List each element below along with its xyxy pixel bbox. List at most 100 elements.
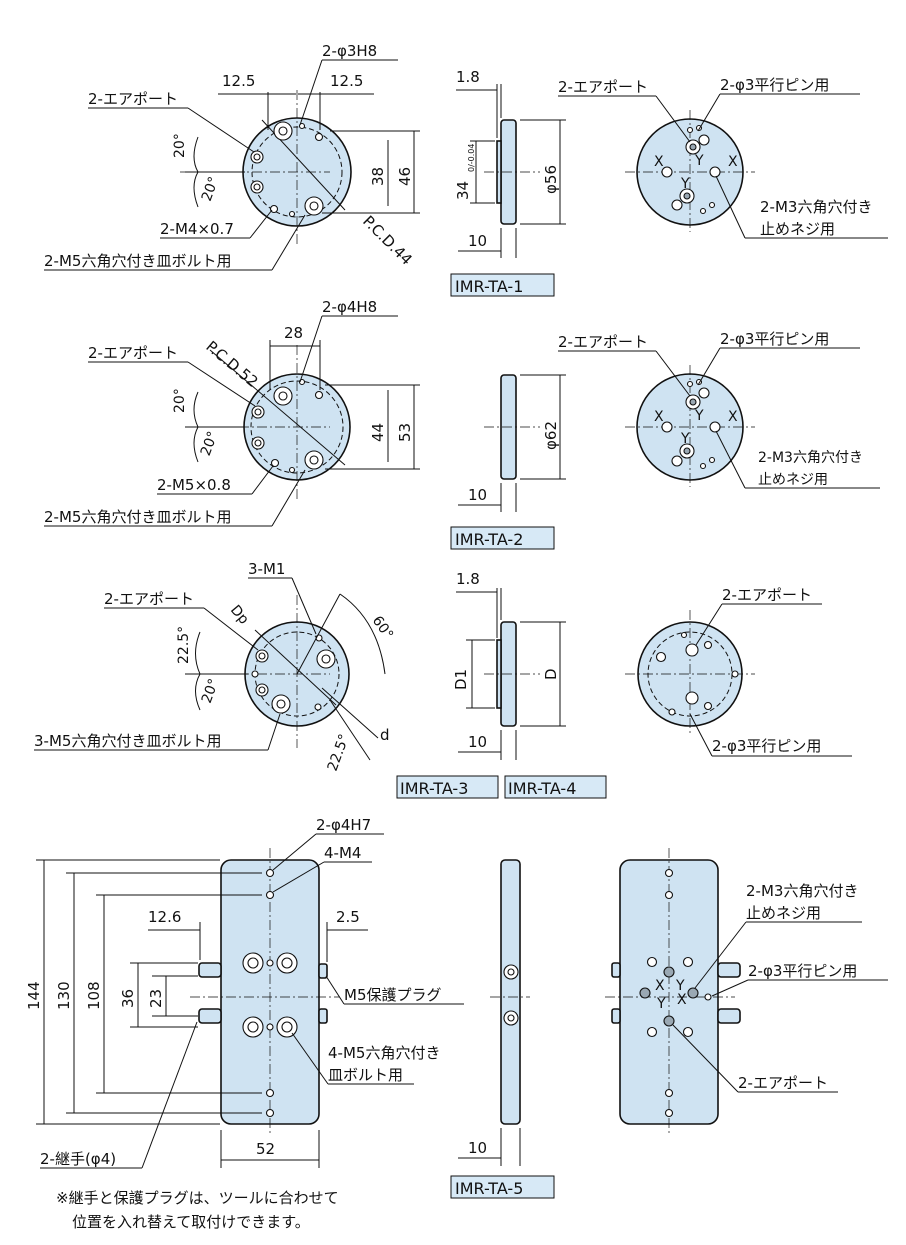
ta3-d-big-label: D	[542, 668, 560, 680]
ta3-front-view: 3-M1 60° Dp 2-エアポート 22.5° 20° 22.5° d 3-…	[34, 560, 396, 773]
ta1-dim-10: 10	[468, 232, 487, 250]
ta5-m4-label: 4-M4	[324, 844, 361, 862]
ta5-dim-130: 130	[55, 981, 73, 1010]
ta2-rear-screw-label-2: 止めネジ用	[758, 472, 828, 488]
ta2-rear-x-left: X	[654, 409, 664, 425]
ta5-plug-label: M5保護プラグ	[344, 986, 442, 1004]
ta3-d-small-label: d	[380, 726, 390, 744]
ta2-m5-label: 2-M5×0.8	[157, 476, 231, 494]
ta2-dim-phi62: φ62	[542, 421, 560, 450]
ta1-rear-pin-label: 2-φ3平行ピン用	[720, 76, 829, 94]
ta1-side-view: 1.8 34 0/-0.04 φ56 10 IMR-TA-1	[450, 68, 566, 297]
ta2-rear-y-lower: Y	[680, 431, 690, 447]
ta2-dim-44: 44	[369, 423, 387, 442]
ta2-side-view: φ62 10 IMR-TA-2	[450, 374, 566, 550]
ta2-dim-28: 28	[284, 324, 303, 342]
ta4-model-label: IMR-TA-4	[508, 779, 576, 798]
ta1-dim-34-tol: 0/-0.04	[467, 144, 476, 172]
ta2-rear-air-port: 2-エアポート	[558, 333, 648, 351]
ta5-dim-10: 10	[468, 1139, 487, 1157]
ta3-bolt-label: 3-M5六角穴付き皿ボルト用	[34, 732, 221, 750]
ta1-rear-view: X X Y Y 2-エアポート 2-φ3平行ピン用 2-M3六角穴付き 止めネジ…	[558, 76, 888, 239]
ta1-dim-34: 34	[454, 181, 472, 200]
ta2-air-port-label: 2-エアポート	[88, 344, 178, 362]
ta1-rear-x-right: X	[728, 154, 738, 170]
ta1-pin-h8-label: 2-φ3H8	[322, 42, 377, 60]
ta2-rear-y-upper: Y	[694, 408, 704, 424]
ta1-model-label: IMR-TA-1	[455, 277, 523, 296]
ta1-rear-y-upper: Y	[694, 153, 704, 169]
ta1-m4-label: 2-M4×0.7	[160, 220, 234, 238]
ta2-rear-view: X X Y Y 2-エアポート 2-φ3平行ピン用 2-M3六角穴付き 止めネジ…	[558, 330, 880, 489]
ta1-dim-46: 46	[396, 167, 414, 186]
ta3-dp-label: Dp	[227, 602, 252, 627]
ta5-rear-air-port: 2-エアポート	[738, 1074, 828, 1092]
ta2-rear-screw-label-1: 2-M3六角穴付き	[758, 450, 863, 466]
ta1-rear-screw-label-1: 2-M3六角穴付き	[760, 198, 872, 216]
ta5-rear-x-right: X	[677, 992, 687, 1008]
ta5-rear-y-lower: Y	[656, 996, 666, 1012]
ta1-rear-screw-label-2: 止めネジ用	[760, 220, 835, 238]
ta5-rear-y-upper: Y	[675, 978, 685, 994]
ta3-angle-20: 20°	[199, 677, 223, 706]
ta1-bolt-label: 2-M5六角穴付き皿ボルト用	[44, 252, 231, 270]
ta2-pin-h8-label: 2-φ4H8	[322, 298, 377, 316]
ta3-angle-22-5-right: 22.5°	[325, 732, 353, 773]
ta2-dim-53: 53	[396, 423, 414, 442]
ta5-dim-144: 144	[25, 981, 43, 1010]
ta3-angle-22-5-left: 22.5°	[176, 626, 192, 664]
ta2-angle-20-upper: 20°	[172, 388, 188, 413]
ta3-angle-60: 60°	[369, 613, 396, 643]
ta3-rear-view: 2-エアポート 2-φ3平行ピン用	[625, 586, 852, 757]
ta1-rear-y-lower: Y	[680, 176, 690, 192]
ta2-pcd-52: P.C.D.52	[202, 337, 261, 391]
ta5-rear-pin-label: 2-φ3平行ピン用	[748, 962, 857, 980]
ta5-rear-x-left: X	[655, 978, 665, 994]
ta5-dim-2-5: 2.5	[336, 908, 360, 926]
ta1-angle-20-upper: 20°	[172, 133, 188, 158]
ta5-dim-36: 36	[119, 989, 137, 1008]
ta3-dim-1-8: 1.8	[456, 570, 480, 588]
footnote-line-2: 位置を入れ替えて取付けできます。	[72, 1213, 310, 1231]
ta1-dim-1-8: 1.8	[456, 68, 480, 86]
ta5-rear-view: X X Y Y 2-M3六角穴付き 止めネジ用 2-φ3平行ピン用 2-エアポー…	[605, 848, 888, 1135]
ta2-model-label: IMR-TA-2	[455, 530, 523, 549]
ta1-rear-x-left: X	[654, 154, 664, 170]
ta3-rear-pin-label: 2-φ3平行ピン用	[712, 737, 821, 755]
ta5-side-view: 10 IMR-TA-5	[450, 859, 555, 1199]
ta2-rear-pin-label: 2-φ3平行ピン用	[720, 330, 829, 348]
ta1-air-port-label: 2-エアポート	[88, 90, 178, 108]
ta2-dim-10: 10	[468, 486, 487, 504]
ta5-bolt-label-1: 4-M5六角穴付き	[328, 1044, 440, 1062]
ta1-front-view: 12.5 12.5 2-φ3H8 2-エアポート 20° 20° 38 46 P…	[44, 42, 420, 271]
ta1-rear-air-port: 2-エアポート	[558, 78, 648, 96]
ta5-dim-23: 23	[147, 989, 165, 1008]
ta5-model-label: IMR-TA-5	[455, 1179, 523, 1198]
ta5-front-view: 2-φ4H7 4-M4 144 130 108 36 23 12.6 2.5 M…	[25, 816, 464, 1169]
ta1-dim-12-5-right: 12.5	[330, 72, 363, 90]
footnote-line-1: ※継手と保護プラグは、ツールに合わせて	[56, 1189, 339, 1207]
ta3-rear-air-port: 2-エアポート	[722, 586, 812, 604]
ta5-bolt-label-2: 皿ボルト用	[328, 1066, 403, 1084]
ta2-front-view: 2-φ4H8 28 P.C.D.52 2-エアポート 20° 20° 44 53…	[44, 298, 420, 527]
ta5-dim-52: 52	[256, 1140, 275, 1158]
ta1-pcd-44: P.C.D.44	[359, 212, 416, 269]
ta2-rear-x-right: X	[728, 409, 738, 425]
ta3-d1-label: D1	[452, 669, 470, 690]
ta3-side-view: 1.8 D1 D 10 IMR-TA-3 IMR-TA-4	[396, 570, 607, 799]
ta5-pin-h7-label: 2-φ4H7	[316, 816, 371, 834]
ta1-dim-12-5-left: 12.5	[222, 72, 255, 90]
ta3-dim-10: 10	[468, 733, 487, 751]
ta2-bolt-label: 2-M5六角穴付き皿ボルト用	[44, 508, 231, 526]
ta5-rear-screw-label-2: 止めネジ用	[746, 904, 821, 922]
ta1-angle-20-lower: 20°	[199, 175, 223, 204]
ta5-dim-12-6: 12.6	[148, 908, 181, 926]
ta3-model-label: IMR-TA-3	[400, 779, 468, 798]
footnote: ※継手と保護プラグは、ツールに合わせて 位置を入れ替えて取付けできます。	[56, 1186, 339, 1234]
ta2-angle-20-lower: 20°	[198, 429, 222, 458]
ta5-joint-label: 2-継手(φ4)	[40, 1150, 116, 1168]
ta3-m1-label: 3-M1	[248, 560, 285, 578]
ta1-dim-38: 38	[369, 167, 387, 186]
ta3-air-port-label: 2-エアポート	[104, 590, 194, 608]
